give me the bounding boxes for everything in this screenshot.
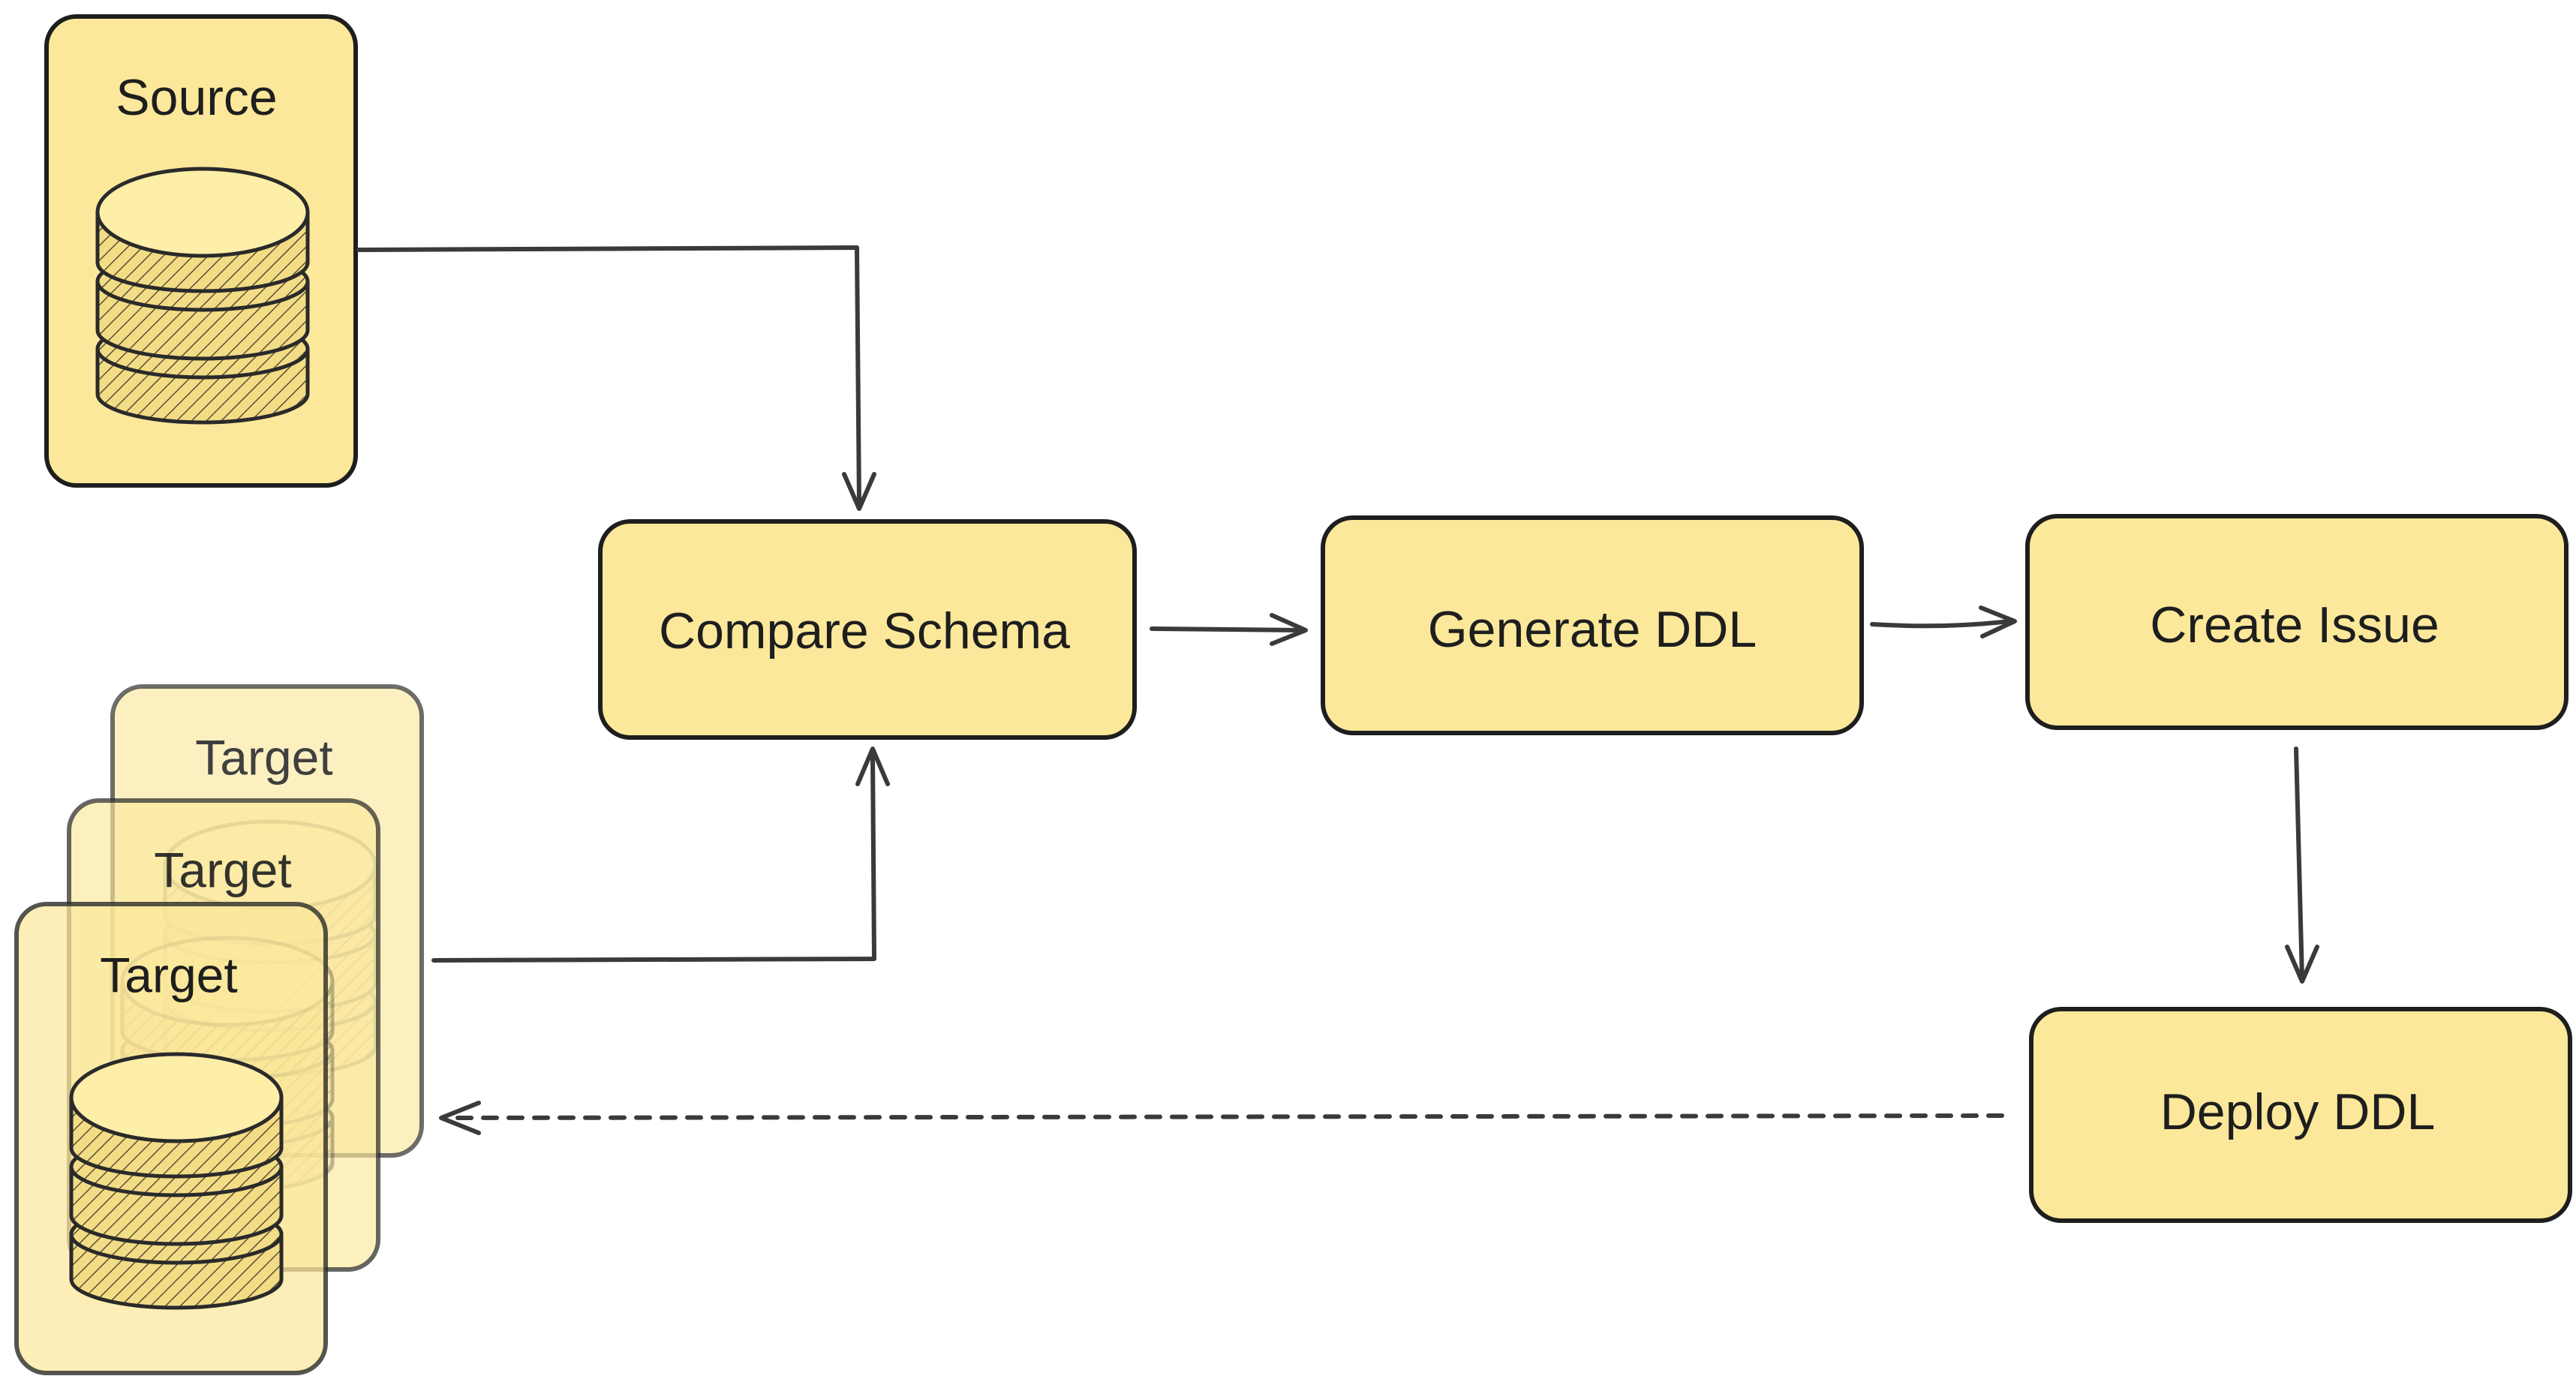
database-icon — [98, 169, 308, 422]
edge-source-to-compare — [356, 245, 876, 511]
generate-ddl-node: Generate DDL — [1321, 515, 1864, 735]
source-label: Source — [116, 69, 277, 126]
compare-schema-node: Compare Schema — [598, 519, 1137, 740]
edge-create-to-deploy — [2285, 747, 2319, 984]
deploy-ddl-node: Deploy DDL — [2029, 1007, 2572, 1223]
edge-targets-to-compare — [431, 747, 890, 963]
create-issue-node: Create Issue — [2025, 514, 2568, 730]
targets-stack: Target Target Target — [14, 684, 424, 1375]
source-node: Source — [44, 14, 358, 488]
create-issue-label: Create Issue — [2150, 596, 2439, 653]
generate-ddl-label: Generate DDL — [1428, 601, 1757, 658]
edge-compare-to-generate — [1150, 613, 1308, 646]
target-label-middle: Target — [154, 842, 291, 897]
edge-deploy-to-targets-dashed — [439, 1101, 2004, 1135]
edge-generate-to-create — [1870, 605, 2017, 638]
target-label-front: Target — [100, 947, 237, 1002]
deploy-ddl-box — [2029, 1007, 2572, 1223]
deploy-ddl-label: Deploy DDL — [2160, 1083, 2436, 1140]
generate-ddl-box — [1321, 515, 1864, 735]
database-icon — [71, 1054, 281, 1308]
compare-schema-label: Compare Schema — [659, 602, 1070, 659]
compare-schema-box — [598, 519, 1137, 740]
target-node-front: Target — [14, 902, 328, 1375]
target-label-back: Target — [195, 729, 332, 785]
create-issue-box — [2025, 514, 2568, 730]
